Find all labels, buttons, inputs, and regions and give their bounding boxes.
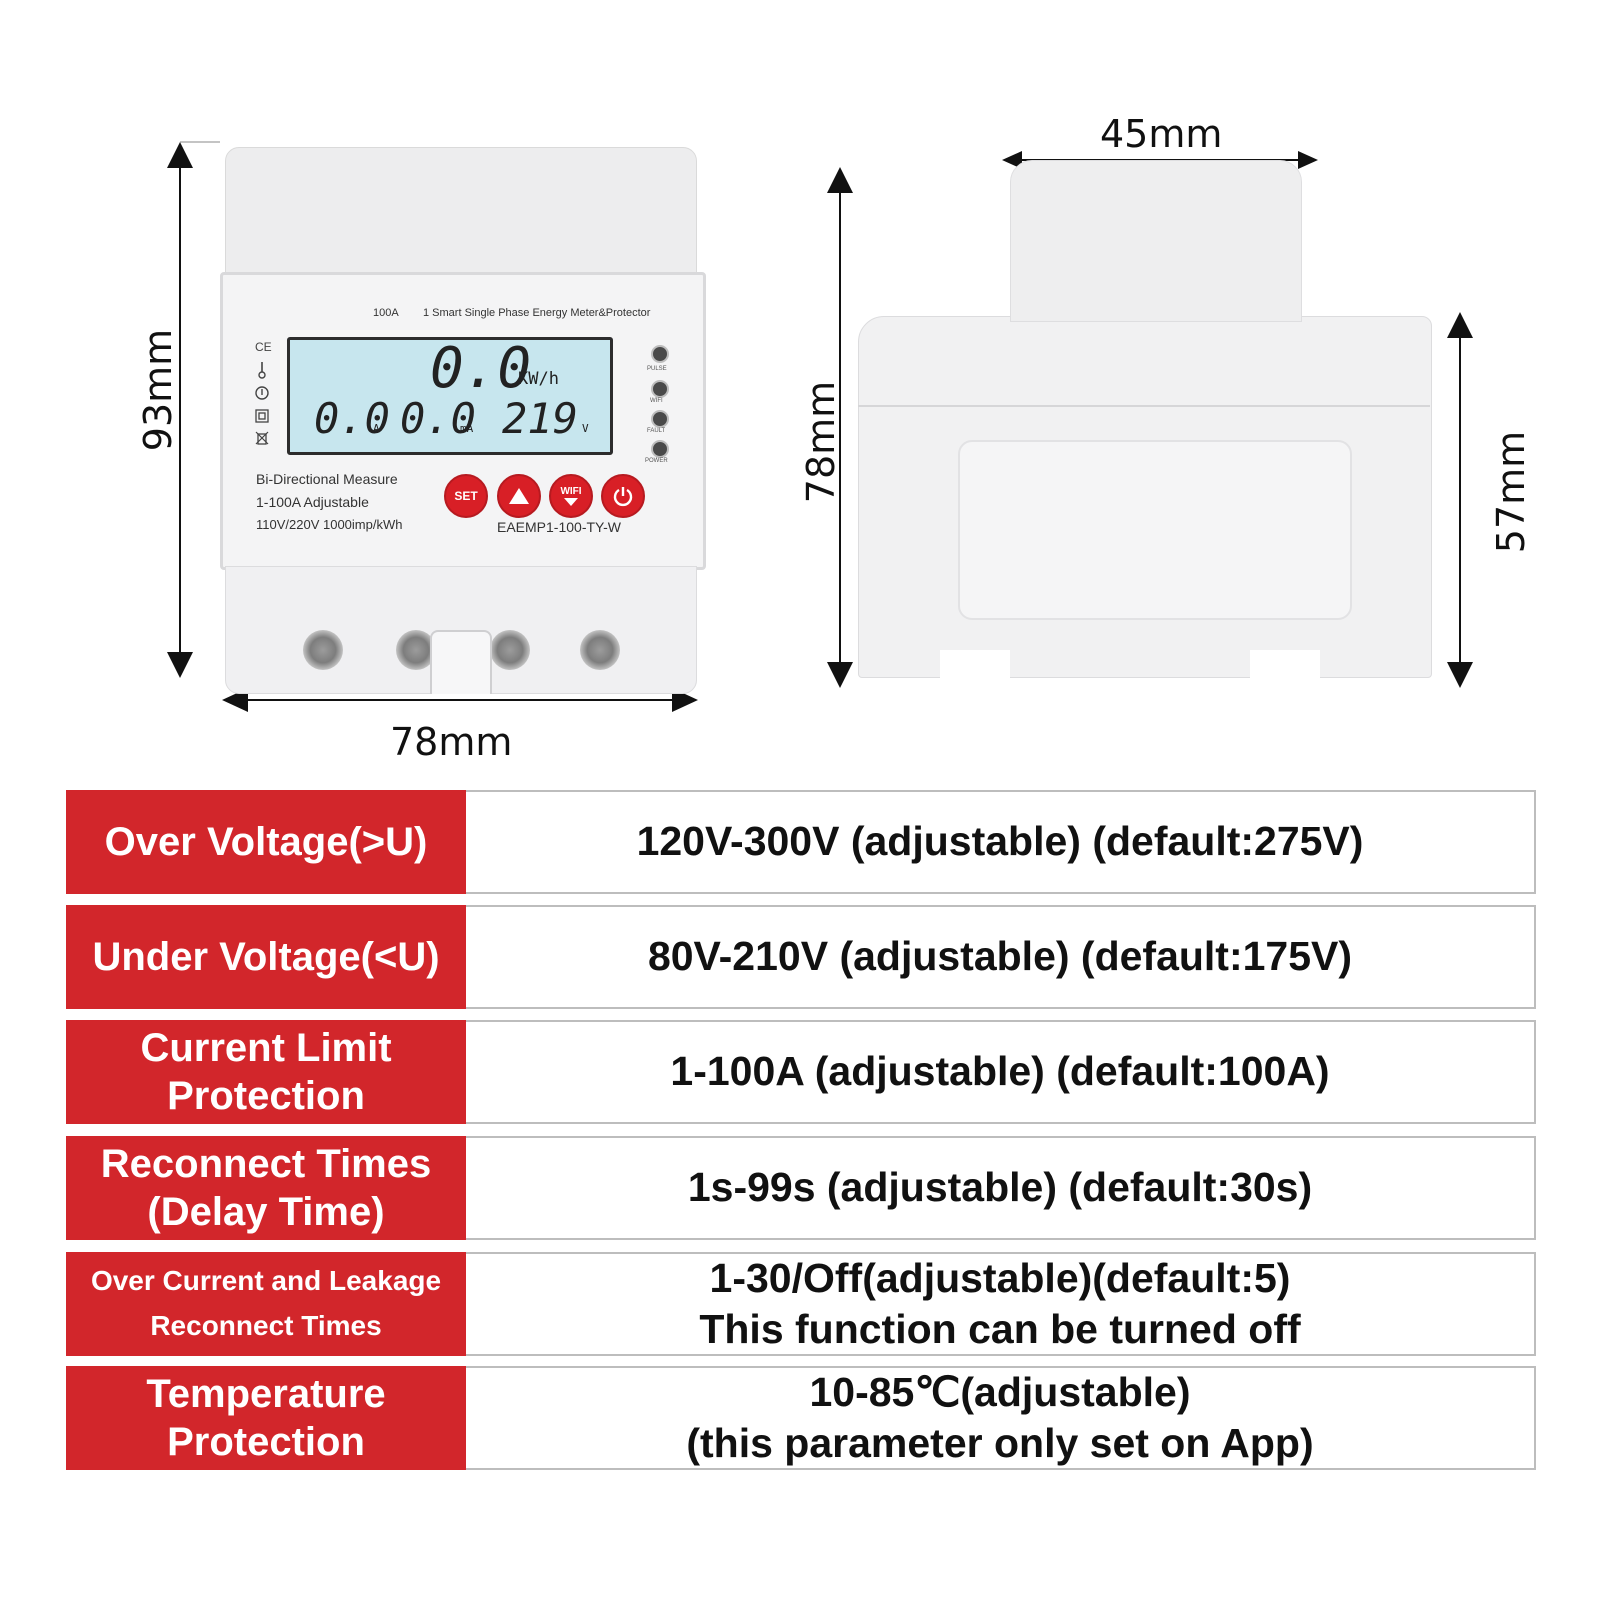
wifi-led [651,380,669,398]
side-height-arrow [827,167,853,688]
up-button[interactable] [497,474,541,518]
lcd-current-value: 0.0 [314,394,390,443]
lcd-energy-unit: KW/h [518,369,559,389]
terminal-screw-2 [396,630,436,670]
top-title: 1 Smart Single Phase Energy Meter&Protec… [423,307,651,319]
front-width-label: 78mm [390,720,513,764]
side-body-height-label: 57mm [1489,430,1534,554]
thermometer-icon [258,362,266,379]
spec-value: 1-100A (adjustable) (default:100A) [466,1020,1536,1124]
top-rating: 100A [373,307,399,319]
up-arrow-icon [509,488,529,504]
down-arrow-icon [564,497,578,506]
fault-led-label: FAULT [647,428,666,434]
set-button[interactable]: SET [444,474,488,518]
power-icon [613,487,633,507]
lcd-current-unit: A [373,422,380,435]
spec-row-under-voltage: Under Voltage(<U) 80V-210V (adjustable) … [66,905,1536,1009]
din-foot-left [940,650,1010,680]
power-led [651,440,669,458]
wifi-down-button[interactable]: WIFI [549,474,593,518]
side-seam [858,405,1430,407]
din-foot-right [1250,650,1320,680]
side-body-height-arrow [1447,312,1473,688]
power-mark-icon [255,386,269,400]
wifi-button-label: WIFI [560,485,582,497]
spec-value: 120V-300V (adjustable) (default:275V) [466,790,1536,894]
side-top-cover [1010,160,1302,322]
lcd-voltage-value: 219 [502,394,578,443]
spec-label: Reconnect Times(Delay Time) [66,1136,466,1240]
spec-row-over-voltage: Over Voltage(>U) 120V-300V (adjustable) … [66,790,1536,894]
pulse-led [651,345,669,363]
ce-mark: CE [255,340,272,354]
front-height-tick-top [180,141,220,143]
terminal-screw-1 [303,630,343,670]
lcd-voltage-unit: V [582,422,589,435]
lcd-energy-value: 0.0 [430,336,532,401]
lcd-leakage-unit: mA [460,422,474,435]
desc-line-3: 110V/220V 1000imp/kWh [256,517,403,532]
front-top-cover [225,147,697,277]
desc-line-1: Bi-Directional Measure [256,471,398,487]
front-width-arrow [222,688,698,712]
fault-led [651,410,669,428]
spec-label: Under Voltage(<U) [66,905,466,1009]
front-height-arrow [167,142,193,678]
side-width-label: 45mm [1100,112,1223,156]
spec-value: 1-30/Off(adjustable)(default:5)This func… [466,1252,1536,1356]
wifi-led-label: WIFI [650,398,663,404]
spec-label: Over Voltage(>U) [66,790,466,894]
desc-line-2: 1-100A Adjustable [256,494,369,510]
terminal-screw-4 [580,630,620,670]
spec-value: 80V-210V (adjustable) (default:175V) [466,905,1536,1009]
weee-bin-icon [255,431,269,445]
pulse-led-label: PULSE [647,366,667,372]
double-insulation-icon [255,409,269,423]
lcd-display: 0.0 KW/h 0.0 A 0.0 mA 219 V [287,336,613,455]
side-label-panel [958,440,1352,620]
spec-row-reconnect-times: Reconnect Times(Delay Time) 1s-99s (adju… [66,1136,1536,1240]
spec-value: 10-85℃(adjustable)(this parameter only s… [466,1366,1536,1470]
power-button[interactable] [601,474,645,518]
power-led-label: POWER [645,458,668,464]
model-number: EAEMP1-100-TY-W [497,519,621,535]
terminal-screw-3 [490,630,530,670]
lcd-leakage-value: 0.0 [400,394,476,443]
front-height-label: 93mm [136,328,181,452]
spec-value: 1s-99s (adjustable) (default:30s) [466,1136,1536,1240]
side-height-label: 78mm [799,380,844,504]
din-clip [430,630,492,694]
